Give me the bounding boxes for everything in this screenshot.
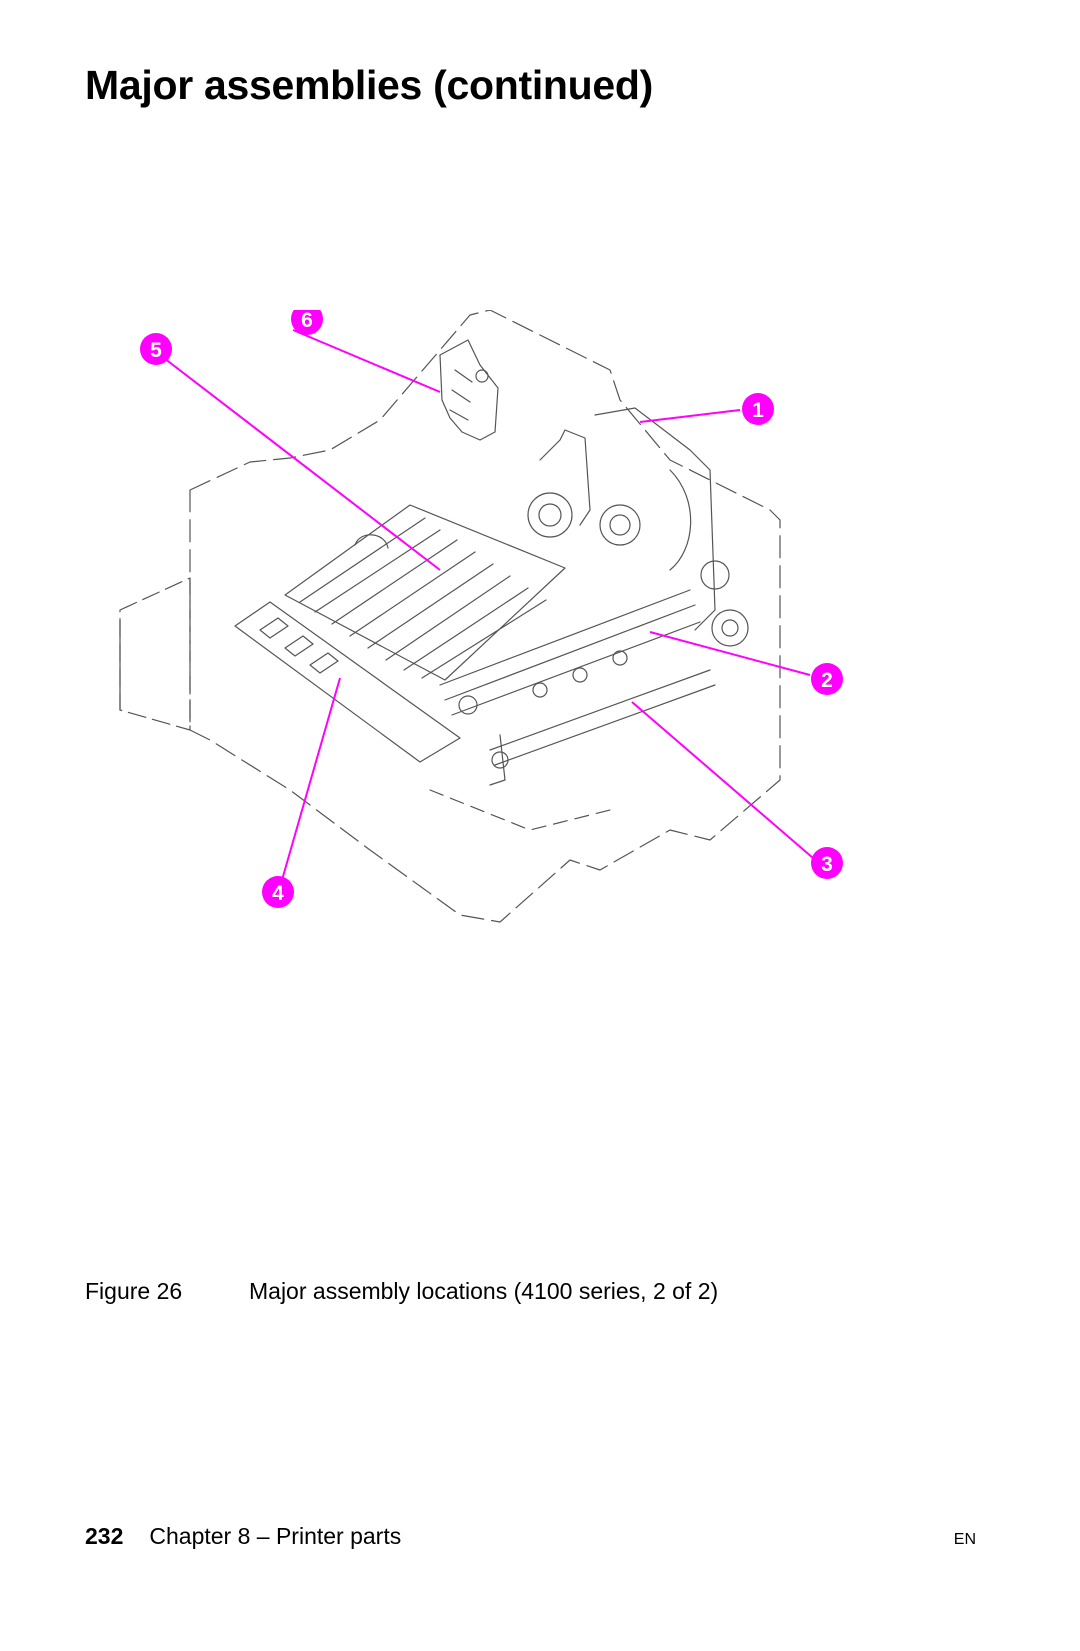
svg-text:1: 1 (752, 399, 764, 422)
printer-outline (119, 310, 781, 923)
callout-1: 1 (742, 393, 774, 425)
figure-caption: Figure 26 Major assembly locations (4100 … (85, 1278, 718, 1305)
svg-text:3: 3 (821, 853, 833, 876)
callout-3: 3 (811, 847, 843, 879)
page-title: Major assemblies (continued) (85, 62, 654, 108)
page-number: 232 (85, 1523, 124, 1549)
callout-4: 4 (262, 876, 294, 908)
callout-6: 6 (291, 310, 323, 335)
printer-assembly-illustration: 1 2 3 4 5 6 (119, 310, 843, 923)
figure-label: Figure 26 (85, 1278, 183, 1304)
callout-leaders (159, 329, 814, 881)
callout-2: 2 (811, 663, 843, 695)
callouts: 1 2 3 4 5 6 (140, 310, 843, 908)
page-footer: 232 Chapter 8 – Printer parts (85, 1523, 401, 1550)
svg-text:5: 5 (150, 339, 162, 362)
language-code: EN (953, 1531, 976, 1548)
chapter-title: Chapter 8 – Printer parts (149, 1523, 402, 1549)
svg-text:2: 2 (821, 669, 833, 692)
callout-5: 5 (140, 333, 172, 365)
figure-caption-text: Major assembly locations (4100 series, 2… (249, 1278, 719, 1304)
svg-text:6: 6 (301, 310, 313, 332)
svg-text:4: 4 (272, 882, 284, 905)
assembly-figure: 1 2 3 4 5 6 (110, 310, 910, 970)
